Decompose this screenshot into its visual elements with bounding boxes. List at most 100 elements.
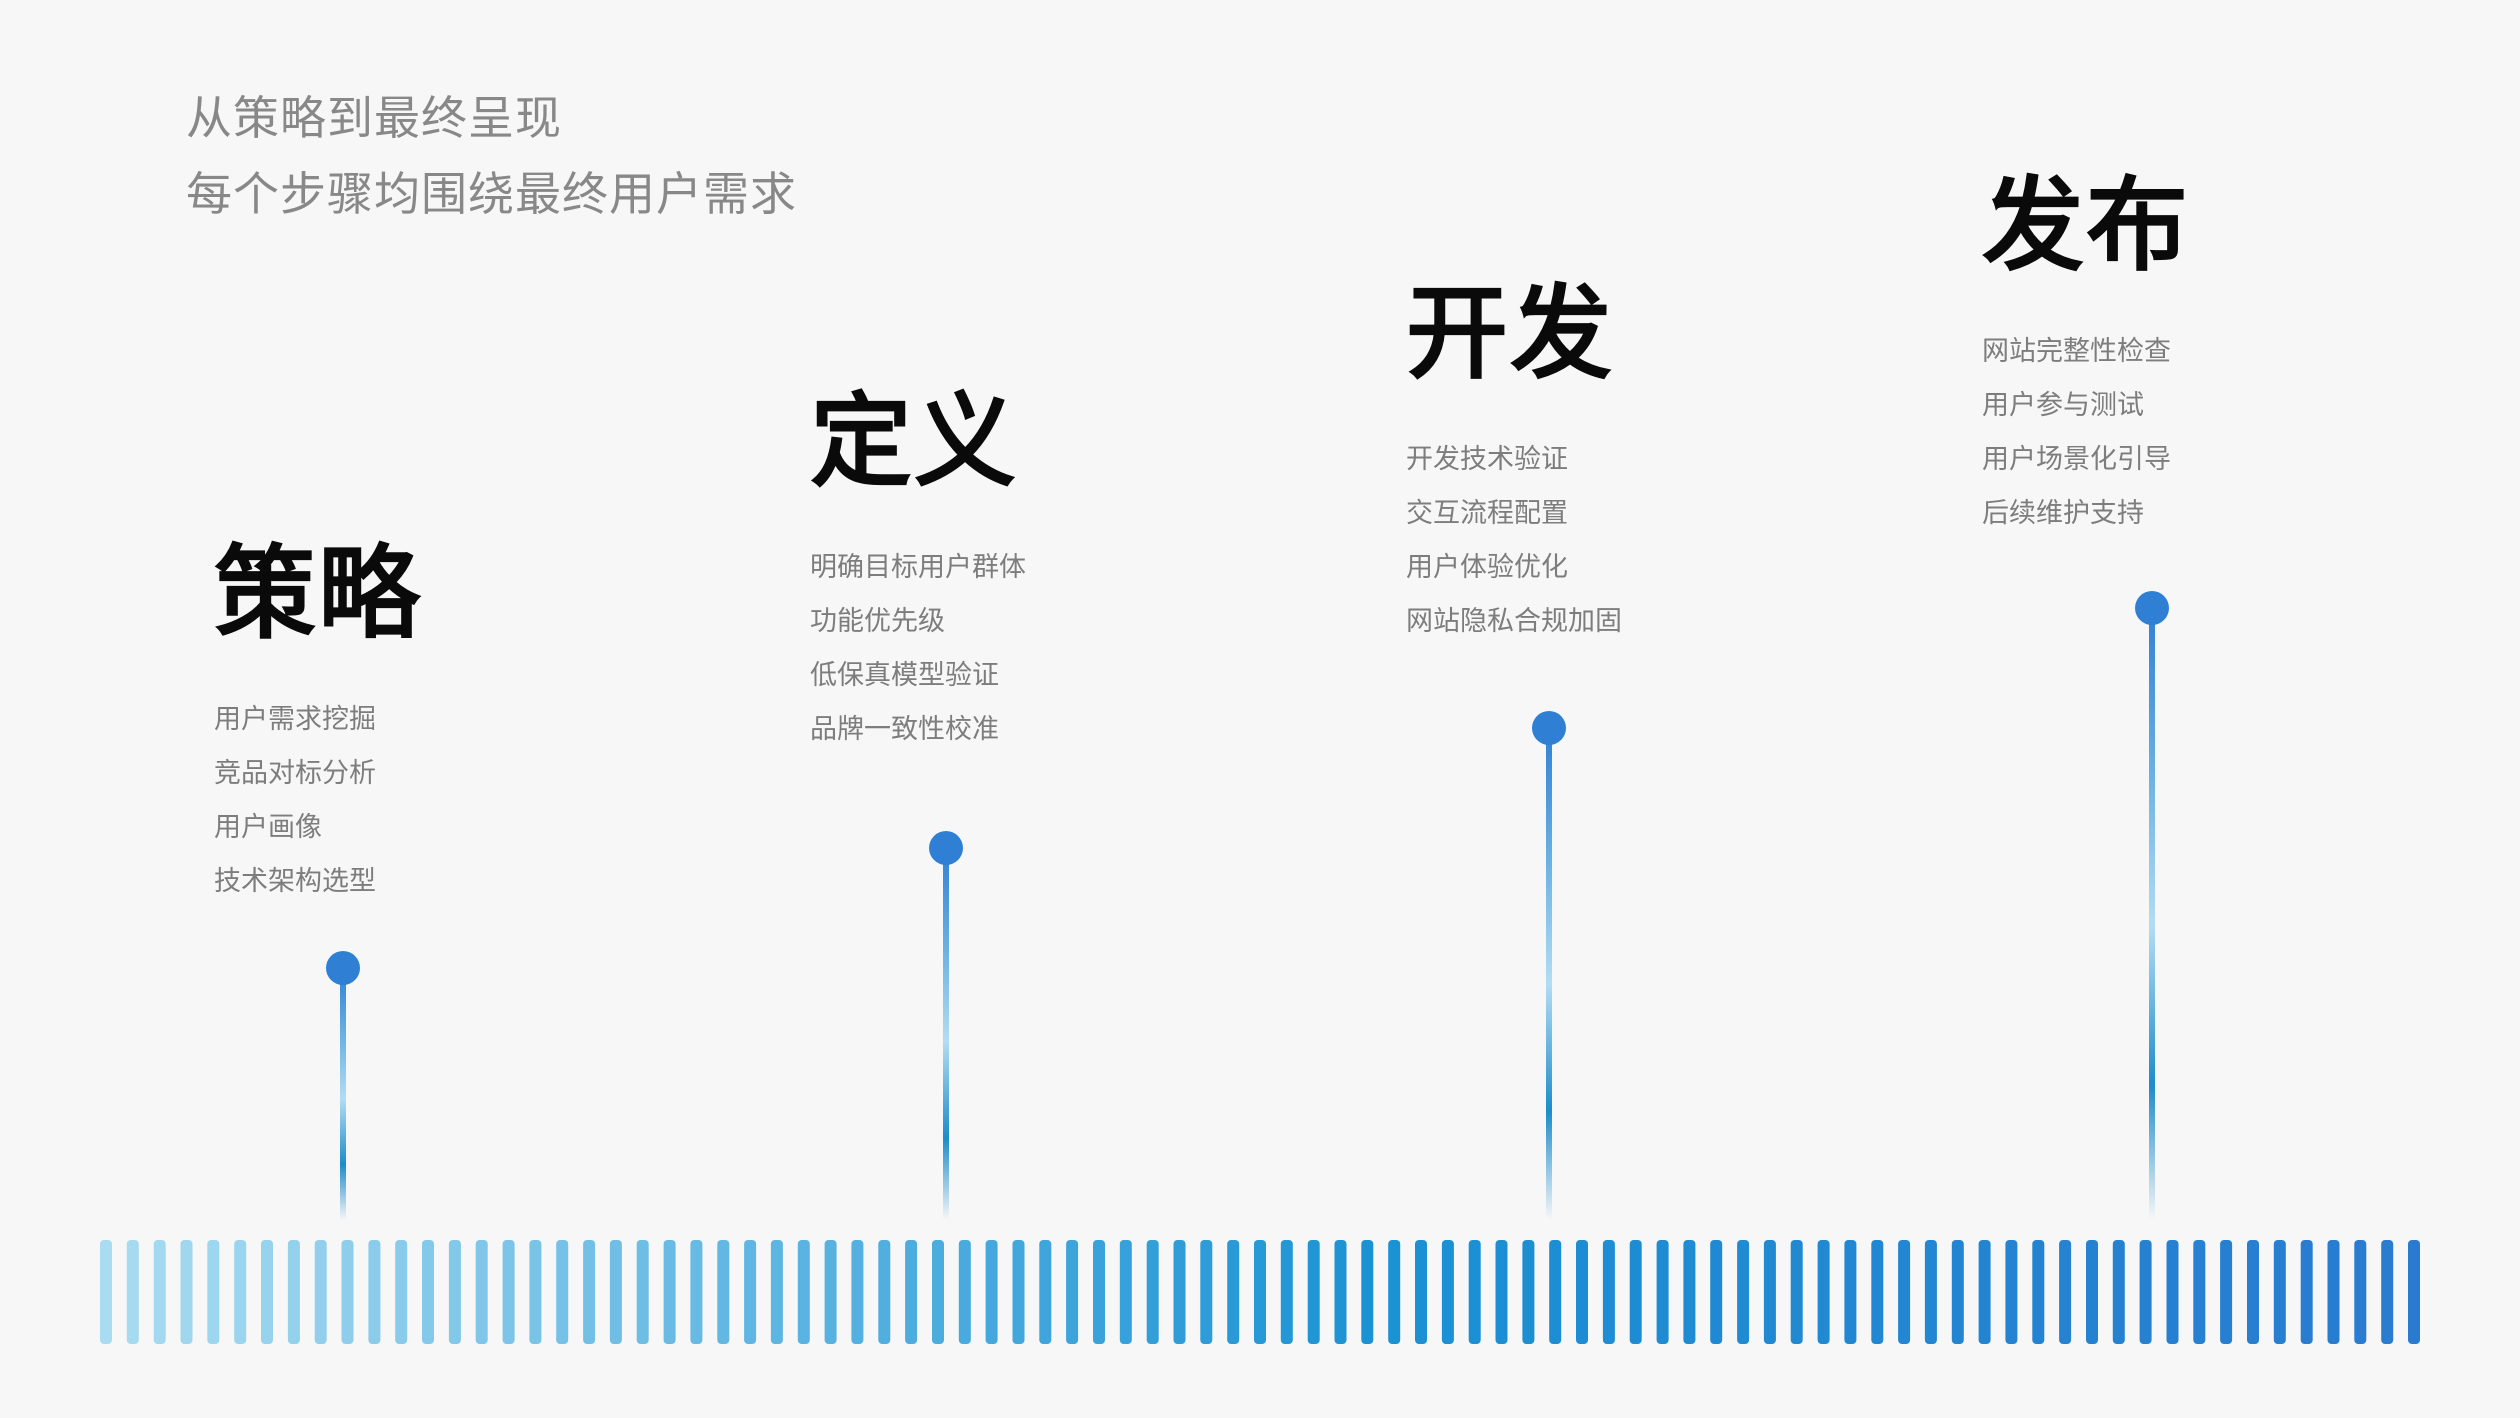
stage-item-list: 开发技术验证 交互流程配置 用户体验优化 网站隐私合规加固	[1406, 433, 1826, 649]
timeline-bar	[636, 1240, 649, 1344]
timeline-bar	[368, 1240, 381, 1344]
timeline-bar	[556, 1240, 569, 1344]
stage-item: 交互流程配置	[1406, 498, 1568, 529]
timeline-bar	[1039, 1240, 1052, 1344]
timeline-pin-dot	[1532, 711, 1566, 745]
timeline-bar	[583, 1240, 596, 1344]
timeline-bar	[1012, 1240, 1025, 1344]
stage-item: 用户场景化引导	[1982, 444, 2171, 475]
timeline-bar	[448, 1240, 461, 1344]
timeline-bar	[1093, 1240, 1105, 1344]
timeline-bar	[1898, 1240, 1911, 1344]
stage-title: 发布	[1982, 167, 2190, 286]
timeline-bar	[422, 1240, 434, 1344]
timeline-bar	[958, 1240, 971, 1344]
stage-item: 用户画像	[214, 812, 322, 843]
timeline-bar	[1951, 1240, 1964, 1344]
stage-item-list: 用户需求挖掘 竞品对标分析 用户画像 技术架构选型	[214, 693, 634, 909]
timeline-bar	[2193, 1240, 2206, 1344]
timeline-bar	[878, 1240, 891, 1344]
timeline-bar	[1924, 1240, 1937, 1344]
stage-item: 低保真模型验证	[810, 660, 999, 691]
timeline-bar	[851, 1240, 864, 1344]
timeline-bar	[1817, 1240, 1830, 1344]
timeline-bar	[1495, 1240, 1508, 1344]
timeline-bar	[1871, 1240, 1884, 1344]
timeline-bar	[1415, 1240, 1427, 1344]
timeline-bar	[2139, 1240, 2152, 1344]
stage-item: 网站完整性检查	[1982, 336, 2171, 367]
timeline-bar	[1146, 1240, 1159, 1344]
timeline-bar	[2408, 1240, 2420, 1344]
timeline-bar	[663, 1240, 676, 1344]
stage-item: 品牌一致性校准	[810, 714, 999, 745]
timeline-bar	[529, 1240, 542, 1344]
stage-item: 明确目标用户群体	[810, 552, 1026, 583]
timeline-bar	[609, 1240, 622, 1344]
timeline-bar	[2005, 1240, 2018, 1344]
timeline-pin-line	[340, 968, 346, 1220]
timeline-pin-line	[1546, 728, 1552, 1220]
timeline-bar	[1656, 1240, 1669, 1344]
timeline-bar	[1576, 1240, 1588, 1344]
timeline-bar	[2273, 1240, 2286, 1344]
stage-item: 用户参与测试	[1982, 390, 2144, 421]
timeline-bar	[207, 1240, 220, 1344]
timeline-bar	[1280, 1240, 1293, 1344]
timeline-pin-dot	[2135, 591, 2169, 625]
timeline-bar	[1173, 1240, 1186, 1344]
timeline-bar	[1361, 1240, 1374, 1344]
stage-development: 开发 开发技术验证 交互流程配置 用户体验优化 网站隐私合规加固	[1406, 275, 1826, 649]
timeline-bar	[1388, 1240, 1401, 1344]
timeline-bar	[2327, 1240, 2340, 1344]
timeline-bar	[2220, 1240, 2233, 1344]
timeline-bar	[1602, 1240, 1615, 1344]
timeline-bar	[502, 1240, 515, 1344]
timeline-bar	[932, 1240, 944, 1344]
timeline-bar	[100, 1240, 112, 1344]
stage-item: 用户体验优化	[1406, 552, 1568, 583]
timeline-bar	[341, 1240, 354, 1344]
stage-title: 定义	[810, 383, 1018, 502]
timeline-bar	[2166, 1240, 2179, 1344]
timeline-bar	[717, 1240, 730, 1344]
stage-item-list: 网站完整性检查 用户参与测试 用户场景化引导 后续维护支持	[1982, 325, 2402, 541]
timeline-bar	[1763, 1240, 1776, 1344]
timeline-bar	[744, 1240, 757, 1344]
timeline-bar	[690, 1240, 703, 1344]
stage-release: 发布 网站完整性检查 用户参与测试 用户场景化引导 后续维护支持	[1982, 167, 2402, 541]
stage-title: 开发	[1406, 275, 1614, 394]
timeline-bar	[1549, 1240, 1562, 1344]
timeline-bar	[2059, 1240, 2072, 1344]
timeline-pin-dot	[929, 831, 963, 865]
timeline-pin-dot	[326, 951, 360, 985]
timeline-bar	[2032, 1240, 2045, 1344]
stage-item: 技术架构选型	[214, 866, 376, 897]
timeline-bar	[234, 1240, 247, 1344]
timeline-bar	[153, 1240, 166, 1344]
timeline-bar	[985, 1240, 998, 1344]
timeline-bar	[2300, 1240, 2313, 1344]
stage-item-list: 明确目标用户群体 功能优先级 低保真模型验证 品牌一致性校准	[810, 541, 1230, 757]
timeline-bar	[126, 1240, 139, 1344]
timeline-bar	[314, 1240, 327, 1344]
timeline-bar	[2381, 1240, 2394, 1344]
intro-line-2: 每个步骤均围绕最终用户需求	[186, 167, 797, 221]
stage-item: 用户需求挖掘	[214, 704, 376, 735]
timeline-bar	[1119, 1240, 1132, 1344]
timeline-bar	[261, 1240, 273, 1344]
stage-item: 后续维护支持	[1982, 498, 2144, 529]
timeline-bar	[2354, 1240, 2367, 1344]
timeline-bar	[797, 1240, 810, 1344]
timeline-bar	[395, 1240, 408, 1344]
stage-item: 网站隐私合规加固	[1406, 606, 1622, 637]
timeline-bar	[905, 1240, 918, 1344]
intro-line-1: 从策略到最终呈现	[186, 91, 562, 145]
stage-strategy: 策略 用户需求挖掘 竞品对标分析 用户画像 技术架构选型	[214, 535, 634, 909]
stage-item: 功能优先级	[810, 606, 945, 637]
stage-item: 开发技术验证	[1406, 444, 1568, 475]
stage-title: 策略	[214, 535, 422, 654]
timeline-bar	[180, 1240, 193, 1344]
intro-text: 从策略到最终呈现 每个步骤均围绕最终用户需求	[186, 80, 797, 232]
stage-definition: 定义 明确目标用户群体 功能优先级 低保真模型验证 品牌一致性校准	[810, 383, 1230, 757]
